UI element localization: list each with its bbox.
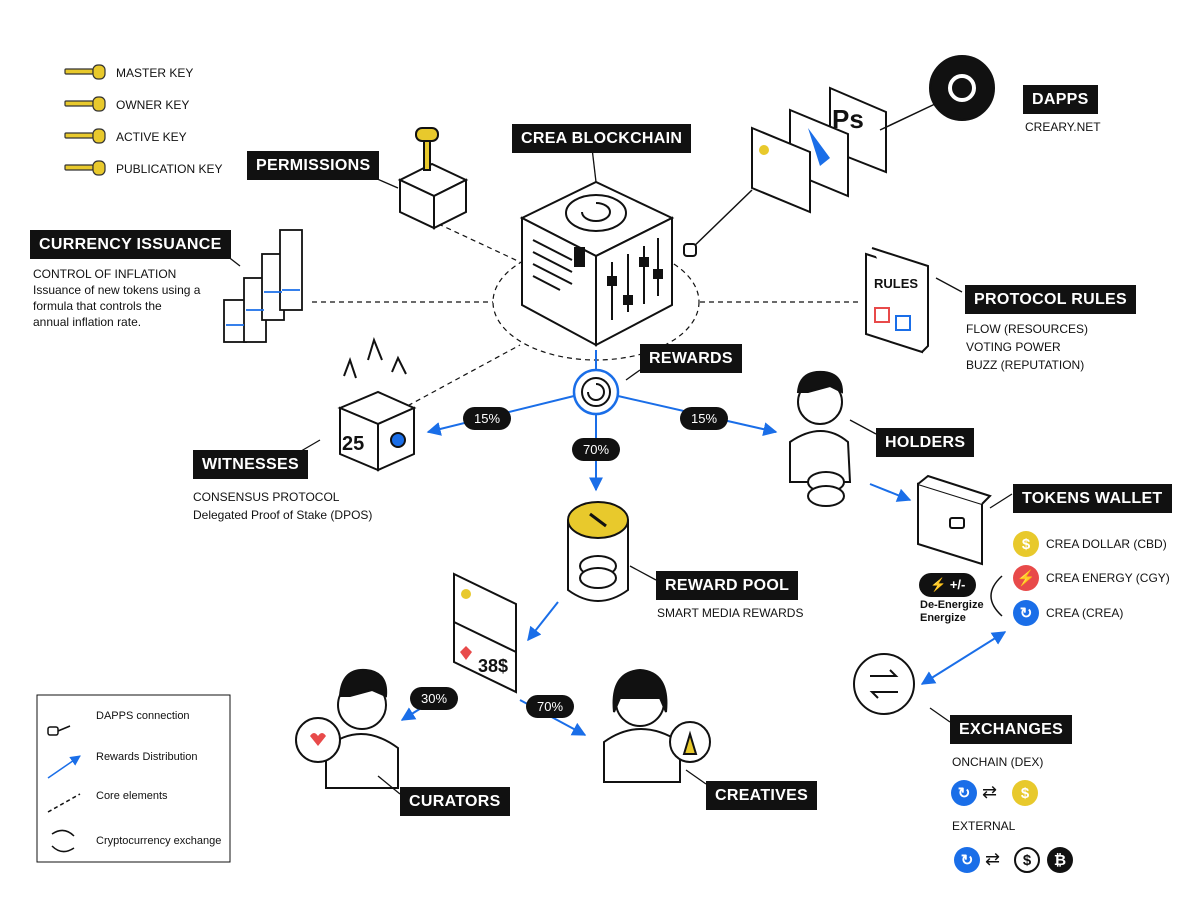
- key-publication: PUBLICATION KEY: [116, 162, 223, 176]
- currency-sub-title: CONTROL OF INFLATION: [33, 267, 177, 281]
- blockchain-cube: [519, 180, 675, 347]
- key-active: ACTIVE KEY: [116, 130, 187, 144]
- exchanges-label: EXCHANGES: [950, 715, 1073, 744]
- currency-bars: [223, 229, 303, 343]
- pct-curators: 30%: [410, 687, 459, 710]
- cbd-coin-icon: $: [1013, 531, 1039, 557]
- witnesses-sub-2: Delegated Proof of Stake (DPOS): [193, 508, 373, 522]
- price-card: [453, 572, 517, 694]
- dapps-plug-icon: [683, 243, 697, 257]
- onchain-label: ONCHAIN (DEX): [952, 755, 1044, 769]
- protocol-voting-power: VOTING POWER: [966, 340, 1061, 354]
- ballot-number: 25: [342, 433, 364, 455]
- token-cbd: CREA DOLLAR (CBD): [1046, 537, 1167, 551]
- external-swap-icon: ⇄: [985, 849, 1001, 869]
- ps-text: Ps: [832, 104, 864, 134]
- curators-label: CURATORS: [400, 787, 510, 816]
- creative-person: [603, 668, 711, 783]
- pct-reward-pool: 70%: [572, 438, 621, 461]
- energize-text-line: Energize: [920, 612, 966, 624]
- onchain-crea-icon: ↻: [951, 780, 977, 806]
- onchain-swap-icon: ⇄: [982, 782, 998, 802]
- witnesses-sub-1: CONSENSUS PROTOCOL: [193, 490, 340, 504]
- pct-creatives: 70%: [526, 695, 575, 718]
- protocol-buzz: BUZZ (REPUTATION): [966, 358, 1085, 372]
- currency-sub-line-3: annual inflation rate.: [33, 315, 142, 329]
- rewards-label: REWARDS: [640, 344, 742, 373]
- dapps-sub: CREARY.NET: [1025, 120, 1101, 134]
- energize-badge: ⚡ +/-: [919, 573, 977, 597]
- crea-blockchain-label: CREA BLOCKCHAIN: [512, 124, 692, 153]
- witnesses-sub: CONSENSUS PROTOCOL Delegated Proof of St…: [193, 488, 372, 524]
- protocol-rules-label: PROTOCOL RULES: [965, 285, 1136, 314]
- reward-pool-jar: [567, 501, 629, 602]
- pct-witnesses: 15%: [463, 407, 512, 430]
- key-owner: OWNER KEY: [116, 98, 190, 112]
- cgy-coin-icon: ⚡: [1013, 565, 1039, 591]
- de-energize-text: De-Energize: [920, 599, 984, 611]
- onchain-cbd-icon: $: [1012, 780, 1038, 806]
- wallet-illustration: [917, 474, 992, 566]
- legend-rewards: Rewards Distribution: [96, 751, 198, 763]
- permissions-label: PERMISSIONS: [247, 151, 380, 180]
- reward-pool-label: REWARD POOL: [656, 571, 799, 600]
- legend-dapps: DAPPS connection: [96, 710, 190, 722]
- protocol-flow: FLOW (RESOURCES): [966, 322, 1089, 336]
- legend-core: Core elements: [96, 790, 168, 802]
- pct-holders: 15%: [680, 407, 729, 430]
- external-crea-icon: ↻: [954, 847, 980, 873]
- key-icons: [64, 64, 106, 176]
- tokens-wallet-label: TOKENS WALLET: [1013, 484, 1172, 513]
- energize-text: De-Energize Energize: [920, 599, 984, 625]
- protocol-sub: FLOW (RESOURCES) VOTING POWER BUZZ (REPU…: [966, 320, 1088, 374]
- currency-sub-line-2: formula that controls the: [33, 299, 162, 313]
- legend-box: [36, 694, 231, 863]
- crea-coin-icon: ↻: [1013, 600, 1039, 626]
- currency-sub-line-1: Issuance of new tokens using a: [33, 283, 201, 297]
- witnesses-ballot: [337, 336, 417, 472]
- bitcoin-coin-icon: ₿: [1047, 847, 1073, 873]
- currency-issuance-label: CURRENCY ISSUANCE: [30, 230, 231, 259]
- energize-badge-text: +/-: [949, 577, 966, 592]
- external-label: EXTERNAL: [952, 819, 1016, 833]
- legend-icons: [47, 725, 81, 853]
- witnesses-label: WITNESSES: [193, 450, 308, 479]
- permissions-box: [397, 127, 469, 230]
- dollar-coin-icon: $: [1014, 847, 1040, 873]
- token-crea: CREA (CREA): [1046, 606, 1124, 620]
- dapps-screens: [687, 55, 995, 253]
- key-master: MASTER KEY: [116, 66, 194, 80]
- curator-person: [295, 668, 399, 789]
- creatives-label: CREATIVES: [706, 781, 818, 810]
- rewards-coin-icon: [572, 350, 620, 416]
- rules-book: [865, 247, 929, 354]
- price-text: 38$: [478, 656, 508, 676]
- currency-sub: CONTROL OF INFLATION Issuance of new tok…: [33, 266, 200, 330]
- dapps-label: DAPPS: [1023, 85, 1098, 114]
- exchange-coin: [853, 653, 915, 715]
- holders-label: HOLDERS: [876, 428, 975, 457]
- legend-exchange: Cryptocurrency exchange: [96, 835, 222, 847]
- rules-sign: RULES: [874, 276, 918, 291]
- energize-arrows-icon: [990, 575, 1003, 617]
- holder-person: [789, 370, 852, 507]
- reward-pool-sub: SMART MEDIA REWARDS: [657, 606, 804, 620]
- token-cgy: CREA ENERGY (CGY): [1046, 571, 1170, 585]
